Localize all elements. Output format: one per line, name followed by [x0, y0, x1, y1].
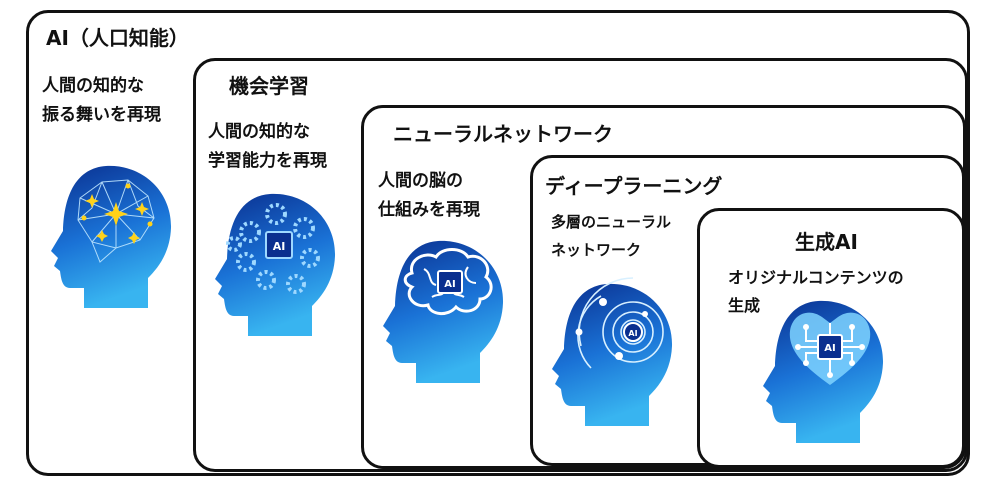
layer-title-deep-learning: ディープラーニング	[545, 174, 723, 198]
layer-desc-generative-ai: オリジナルコンテンツの 生成	[728, 264, 904, 320]
layer-title-generative-ai: 生成AI	[795, 230, 858, 254]
desc-line: 多層のニューラル	[551, 213, 672, 231]
desc-line: 学習能力を再現	[208, 151, 327, 171]
desc-line: 人間の知的な	[208, 122, 310, 142]
heart-circuit-head-icon: AI	[763, 300, 884, 443]
layer-title-neural-network: ニューラルネットワーク	[393, 122, 613, 146]
chip-label: AI	[444, 279, 455, 290]
desc-line: オリジナルコンテンツの	[728, 268, 904, 287]
gears-ai-head-icon: AI	[215, 193, 336, 336]
layer-desc-machine-learning: 人間の知的な 学習能力を再現	[208, 118, 327, 176]
chip-label: AI	[824, 343, 835, 354]
chip-label: AI	[273, 240, 286, 253]
desc-line: ネットワーク	[551, 241, 642, 259]
desc-line: 人間の脳の	[378, 171, 463, 191]
orbit-ai-head-icon: AI	[552, 277, 673, 426]
layer-desc-ai: 人間の知的な 振る舞いを再現	[42, 72, 161, 130]
chip-label: AI	[628, 329, 637, 338]
desc-line: 振る舞いを再現	[42, 105, 161, 125]
desc-line: 仕組みを再現	[378, 200, 480, 220]
layer-title-ai: AI（人口知能）	[46, 26, 189, 50]
brain-network-head-icon	[51, 165, 172, 308]
circuit-brain-head-icon: AI	[383, 240, 504, 383]
layer-desc-neural-network: 人間の脳の 仕組みを再現	[378, 167, 480, 225]
desc-line: 人間の知的な	[42, 76, 144, 96]
layer-title-machine-learning: 機会学習	[229, 74, 309, 98]
layer-desc-deep-learning: 多層のニューラル ネットワーク	[551, 208, 671, 264]
desc-line: 生成	[728, 296, 761, 315]
